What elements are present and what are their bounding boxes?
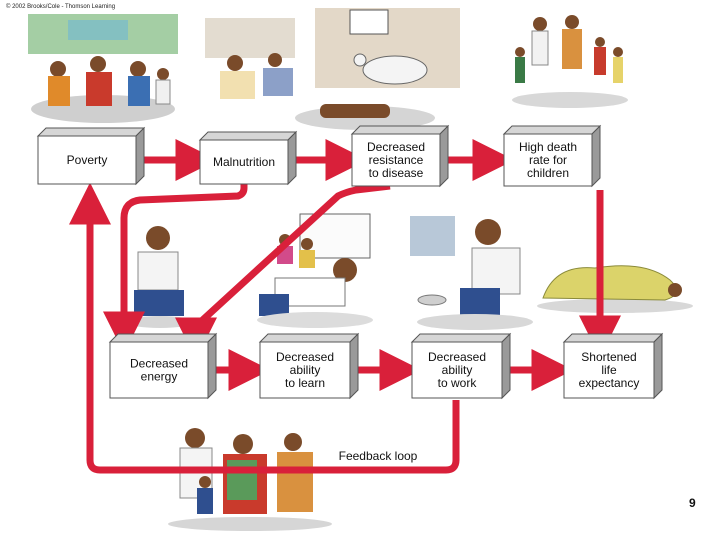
box-label-line: High death — [519, 140, 577, 154]
box-side-face — [349, 332, 359, 400]
box-top-face — [410, 333, 512, 343]
box-side-face — [207, 332, 217, 400]
page-number: 9 — [689, 496, 696, 510]
box-label-line: Poverty — [67, 153, 108, 167]
box-label-line: children — [527, 166, 569, 180]
box-top-face — [258, 333, 360, 343]
box-front-face — [199, 139, 289, 185]
box-front-face — [109, 341, 209, 399]
arrow-malnutrition-to-energy — [103, 182, 248, 354]
box-top-face — [198, 131, 298, 141]
box-malnutrition: Malnutrition — [198, 130, 298, 186]
box-label-line: Shortened — [581, 350, 636, 364]
box-label-line: Malnutrition — [213, 155, 275, 169]
connector-arrows — [69, 139, 621, 474]
box-side-face — [439, 124, 449, 188]
illustration-poverty-family — [28, 14, 178, 123]
illustration-begging-man — [410, 216, 533, 330]
illustration-starving-family — [168, 428, 332, 531]
box-front-face — [563, 341, 655, 399]
box-top-face — [562, 333, 664, 343]
box-poverty: Poverty — [36, 126, 146, 186]
arrow-feedback-loop — [69, 182, 460, 474]
illustration-street-scene — [205, 8, 460, 130]
box-top-face — [36, 127, 146, 137]
illustration-covered-body — [537, 265, 693, 313]
box-top-face — [350, 125, 450, 135]
box-label-line: Decreased — [367, 140, 425, 154]
box-front-face — [351, 133, 441, 187]
box-label-line: Decreased — [276, 350, 334, 364]
box-label-line: ability — [290, 363, 321, 377]
box-side-face — [653, 332, 663, 400]
box-front-face — [37, 135, 137, 185]
box-label-line: rate for — [529, 153, 567, 167]
illustration-classroom — [257, 213, 373, 328]
box-label-line: to learn — [285, 376, 325, 390]
box-label-line: expectancy — [579, 376, 640, 390]
box-label-line: Decreased — [130, 357, 188, 371]
box-front-face — [259, 341, 351, 399]
illustration-family-standing — [512, 15, 628, 108]
box-label-line: Decreased — [428, 350, 486, 364]
box-side-face — [591, 124, 601, 188]
box-label-line: life — [601, 363, 617, 377]
box-side-face — [501, 332, 511, 400]
box-label-line: resistance — [369, 153, 424, 167]
box-side-face — [287, 130, 297, 186]
feedback-loop-label: Feedback loop — [339, 449, 418, 463]
copyright-credit: © 2002 Brooks/Cole - Thomson Learning — [6, 4, 116, 10]
box-top-face — [502, 125, 602, 135]
box-top-face — [108, 333, 218, 343]
box-label-line: energy — [141, 370, 178, 384]
box-label-line: to work — [438, 376, 478, 390]
arrow-resistance-to-learn — [175, 182, 391, 360]
box-label-line: to disease — [369, 166, 424, 180]
box-front-face — [411, 341, 503, 399]
box-side-face — [135, 126, 145, 186]
box-label-line: ability — [442, 363, 473, 377]
box-front-face — [503, 133, 593, 187]
